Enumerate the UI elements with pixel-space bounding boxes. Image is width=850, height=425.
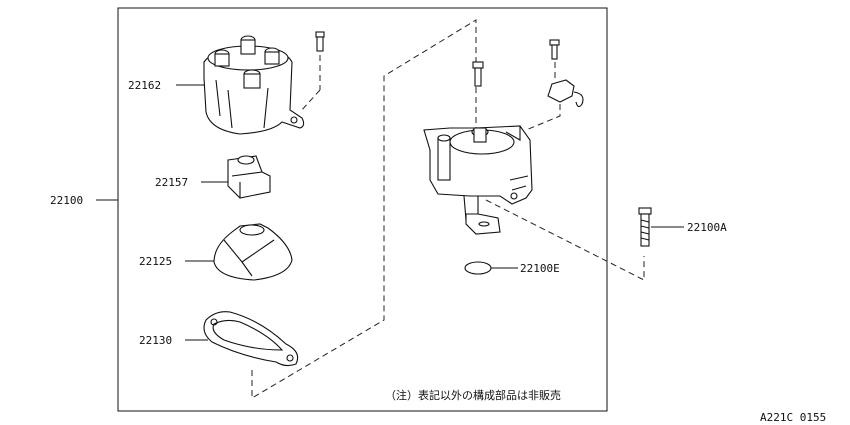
label-22100: 22100 bbox=[50, 194, 83, 207]
screw-body-top bbox=[472, 61, 484, 87]
sensor-part bbox=[547, 79, 584, 108]
distributor-body-part bbox=[423, 125, 533, 235]
label-22162: 22162 bbox=[128, 79, 161, 92]
rotor-part bbox=[227, 155, 271, 199]
gasket-part bbox=[203, 311, 299, 367]
distributor-cap-part bbox=[203, 35, 305, 135]
screw-cap bbox=[299, 31, 325, 113]
label-22100E: 22100E bbox=[520, 262, 560, 275]
label-22100A: 22100A bbox=[687, 221, 727, 234]
o-ring-part bbox=[464, 261, 492, 275]
bolt-part bbox=[638, 207, 652, 247]
screw-sensor bbox=[549, 39, 560, 80]
label-22130: 22130 bbox=[139, 334, 172, 347]
label-22157: 22157 bbox=[155, 176, 188, 189]
diagram-id: A221C 0155 bbox=[760, 411, 826, 424]
label-22125: 22125 bbox=[139, 255, 172, 268]
cover-part bbox=[213, 223, 293, 281]
note-text: （注）表記以外の構成部品は非販売 bbox=[385, 388, 561, 402]
diagram-frame bbox=[117, 7, 608, 412]
